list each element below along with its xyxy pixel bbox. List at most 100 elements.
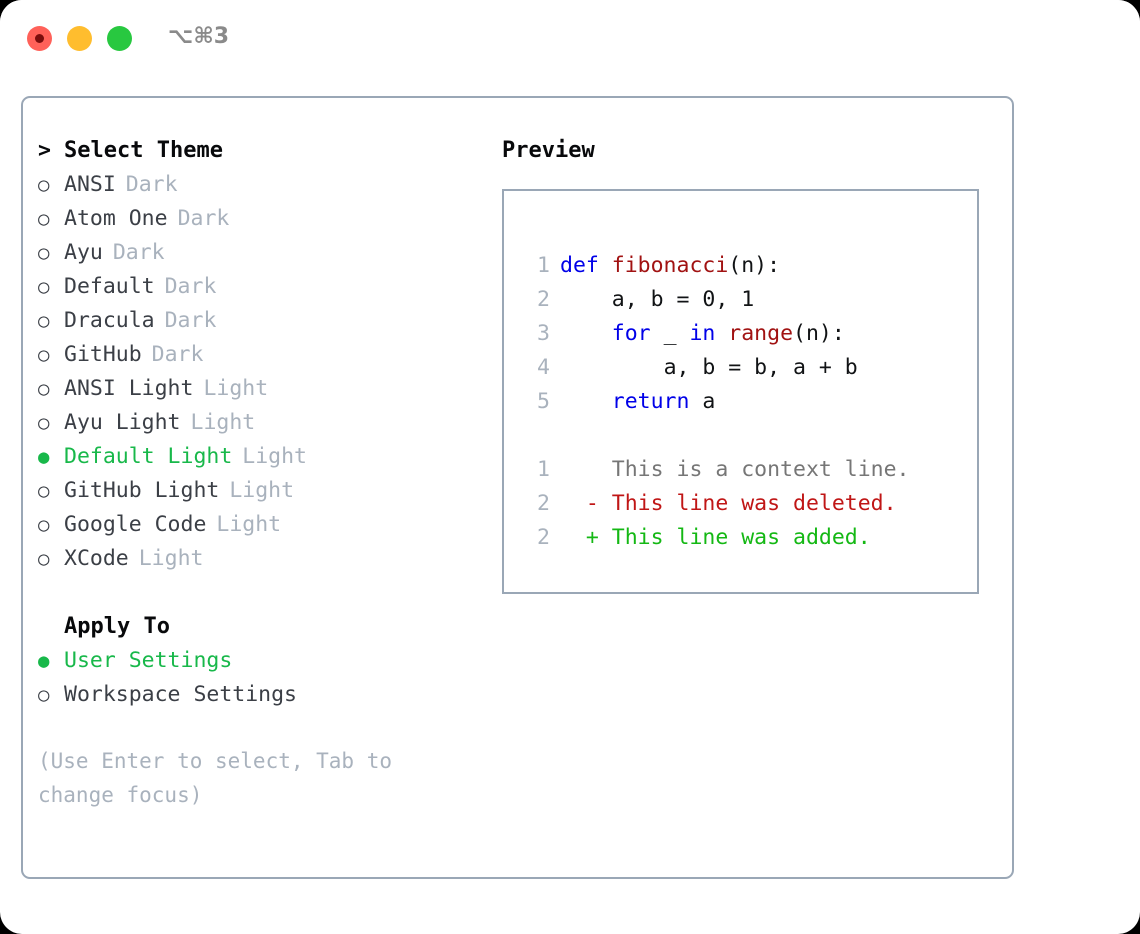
traffic-lights (27, 26, 132, 51)
radio-selected-icon: ● (38, 650, 50, 672)
apply-to-title: Apply To (64, 614, 170, 639)
code-line: 2 a, b = 0, 1 (516, 283, 977, 317)
radio-unselected-icon: ○ (38, 276, 50, 298)
code-indent (560, 355, 664, 380)
code-token: a, b = 0, 1 (611, 287, 755, 312)
close-button[interactable] (27, 26, 52, 51)
line-number: 2 (537, 525, 550, 550)
radio-unselected-icon: ○ (38, 378, 50, 400)
code-diff-spacer (516, 419, 977, 453)
theme-option-label: Ayu Light (64, 410, 181, 435)
line-number: 1 (537, 457, 550, 482)
theme-option-label: Atom One (64, 206, 168, 231)
theme-option-ansi[interactable]: ○ ANSI Dark (38, 168, 478, 202)
theme-category-tag: Dark (164, 274, 217, 299)
diff-line-text: + This line was added. (560, 525, 871, 550)
apply-to-option-label: User Settings (64, 648, 233, 673)
code-token: fibonacci (611, 253, 729, 278)
radio-unselected-icon: ○ (38, 242, 50, 264)
section-spacer (38, 576, 478, 610)
theme-option-label: GitHub Light (64, 478, 220, 503)
theme-category-tag: Light (138, 546, 204, 571)
code-token: a (702, 389, 716, 414)
theme-category-tag: Dark (151, 342, 204, 367)
line-number: 4 (537, 355, 550, 380)
apply-to-header: ○ Apply To (38, 610, 478, 644)
diff-line: 2 - This line was deleted. (516, 487, 977, 521)
radio-unselected-icon: ○ (38, 174, 50, 196)
minimize-button[interactable] (67, 26, 92, 51)
code-token: _ (663, 321, 690, 346)
diff-sample: 1 This is a context line. 2 - This line w… (516, 453, 977, 555)
apply-to-option-workspace-settings[interactable]: ○ Workspace Settings (38, 678, 478, 712)
code-token: for (611, 321, 664, 346)
theme-option-ayu-light[interactable]: ○ Ayu Light Light (38, 406, 478, 440)
diff-line: 2 + This line was added. (516, 521, 977, 555)
code-indent (560, 389, 612, 414)
line-number: 2 (537, 287, 550, 312)
theme-option-default-light[interactable]: ● Default Light Light (38, 440, 478, 474)
code-line: 5 return a (516, 385, 977, 419)
apply-to-options-list: ● User Settings ○ Workspace Settings (38, 644, 478, 712)
code-token: range (728, 321, 794, 346)
theme-option-label: ANSI (64, 172, 116, 197)
theme-option-label: Ayu (64, 240, 103, 265)
radio-unselected-icon: ○ (38, 310, 50, 332)
theme-option-atom-one[interactable]: ○ Atom One Dark (38, 202, 478, 236)
radio-unselected-icon: ○ (38, 684, 50, 706)
diff-line-text: - This line was deleted. (560, 491, 897, 516)
theme-category-tag: Dark (125, 172, 178, 197)
theme-option-label: Default (64, 274, 155, 299)
theme-option-default[interactable]: ○ Default Dark (38, 270, 478, 304)
code-token: return (611, 389, 703, 414)
close-icon (35, 34, 44, 43)
code-token: a, b = b, a + b (663, 355, 858, 380)
theme-category-tag: Dark (177, 206, 230, 231)
diff-line-text: This is a context line. (560, 457, 910, 482)
radio-unselected-icon: ○ (38, 514, 50, 536)
radio-unselected-icon: ○ (38, 208, 50, 230)
apply-to-option-user-settings[interactable]: ● User Settings (38, 644, 478, 678)
theme-option-github-light[interactable]: ○ GitHub Light Light (38, 474, 478, 508)
radio-unselected-icon: ○ (38, 412, 50, 434)
line-number: 1 (537, 253, 550, 278)
radio-selected-icon: ● (38, 446, 50, 468)
line-number: 2 (537, 491, 550, 516)
line-number: 3 (537, 321, 550, 346)
apply-to-option-label: Workspace Settings (64, 682, 297, 707)
theme-option-label: ANSI Light (64, 376, 194, 401)
theme-option-label: XCode (64, 546, 129, 571)
code-token: def (560, 253, 612, 278)
keyboard-shortcut-label: ⌥⌘3 (168, 24, 230, 49)
page-title: Select Theme (64, 138, 223, 163)
theme-category-tag: Dark (112, 240, 165, 265)
code-token: in (689, 321, 729, 346)
code-line: 4 a, b = b, a + b (516, 351, 977, 385)
theme-option-label: Default Light (64, 444, 233, 469)
theme-option-label: Dracula (64, 308, 155, 333)
theme-category-tag: Light (216, 512, 282, 537)
preview-title: Preview (502, 138, 595, 163)
radio-unselected-icon: ○ (38, 548, 50, 570)
bullet-placeholder-icon: ○ (38, 610, 64, 644)
theme-category-tag: Light (242, 444, 308, 469)
theme-option-xcode[interactable]: ○ XCode Light (38, 542, 478, 576)
theme-category-tag: Light (190, 410, 256, 435)
code-indent (560, 287, 612, 312)
theme-option-ayu[interactable]: ○ Ayu Dark (38, 236, 478, 270)
radio-unselected-icon: ○ (38, 480, 50, 502)
theme-category-tag: Light (229, 478, 295, 503)
maximize-button[interactable] (107, 26, 132, 51)
code-indent (560, 321, 612, 346)
